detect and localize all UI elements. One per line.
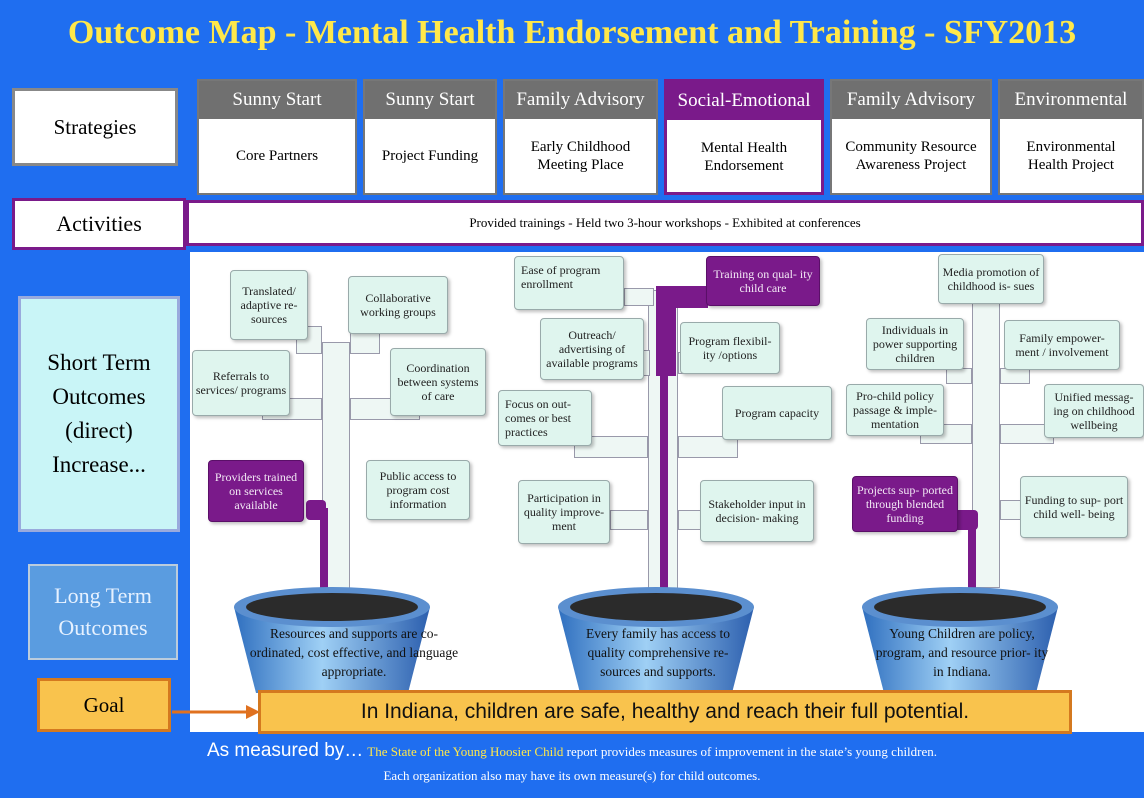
pipe xyxy=(610,510,648,530)
bucket-1 xyxy=(234,587,430,693)
report-line: The State of the Young Hoosier Child rep… xyxy=(367,744,938,759)
strategy-column-highlighted: Social-Emotional Mental Health Endorseme… xyxy=(664,79,824,195)
outcome-box: Program flexibil- ity /options xyxy=(680,322,780,374)
short-term-line-3: (direct) xyxy=(65,418,133,443)
flow-pipe xyxy=(660,370,668,614)
pipe xyxy=(296,326,322,354)
short-term-line-2: Outcomes xyxy=(52,384,146,409)
strategies-label-text: Strategies xyxy=(53,114,137,139)
goal-statement: In Indiana, children are safe, healthy a… xyxy=(258,690,1072,734)
pipe xyxy=(972,298,1000,588)
short-term-outcomes-label: Short Term Outcomes (direct) Increase... xyxy=(18,296,180,532)
strategy-sub: Environmental Health Project xyxy=(1026,139,1116,173)
activities-text: Provided trainings - Held two 3-hour wor… xyxy=(469,215,861,230)
strategy-head: Family Advisory xyxy=(832,81,990,119)
goal-label-text: Goal xyxy=(83,692,125,717)
strategy-column: Environmental Environmental Health Proje… xyxy=(998,79,1144,195)
strategies-label: Strategies xyxy=(12,88,178,166)
outcome-box: Program capacity xyxy=(722,386,832,440)
pipe xyxy=(946,368,972,384)
outcome-box: Public access to program cost informatio… xyxy=(366,460,470,520)
strategy-sub: Community Resource Awareness Project xyxy=(845,139,977,173)
strategy-column: Sunny Start Core Partners xyxy=(197,79,357,195)
outcome-box: Participation in quality improve- ment xyxy=(518,480,610,544)
outcome-box: Ease of program enrollment xyxy=(514,256,624,310)
outcome-box: Funding to sup- port child well- being xyxy=(1020,476,1128,538)
long-term-outcome-1: Resources and supports are co- ordinated… xyxy=(249,626,459,679)
long-term-outcomes-label: Long Term Outcomes xyxy=(28,564,178,660)
pipe xyxy=(574,436,648,458)
outcome-box: Unified messag- ing on childhood wellbei… xyxy=(1044,384,1144,438)
outcome-box: Pro-child policy passage & imple- mentat… xyxy=(846,384,944,436)
short-term-line-4: Increase... xyxy=(52,452,146,477)
activities-label: Activities xyxy=(12,198,186,250)
pipe xyxy=(678,436,738,458)
outcome-box: Outreach/ advertising of available progr… xyxy=(540,318,644,380)
outcome-box-highlighted: Projects sup- ported through blended fun… xyxy=(852,476,958,532)
strategy-column: Family Advisory Early Childhood Meeting … xyxy=(503,79,658,195)
bucket-2 xyxy=(558,587,754,693)
outcome-box: Referrals to services/ programs xyxy=(192,350,290,416)
measured-by: As measured by… xyxy=(206,740,364,761)
flow-pipe xyxy=(656,286,676,376)
long-term-outcome-2: Every family has access to quality compr… xyxy=(586,626,730,679)
activities-bar: Provided trainings - Held two 3-hour wor… xyxy=(186,200,1144,246)
strategy-column: Family Advisory Community Resource Aware… xyxy=(830,79,992,195)
outcome-box: Collaborative working groups xyxy=(348,276,448,334)
flow-pipe xyxy=(320,508,328,614)
outcome-box: Stakeholder input in decision- making xyxy=(700,480,814,542)
strategy-head: Sunny Start xyxy=(199,81,355,119)
bucket-3 xyxy=(862,587,1058,693)
strategy-column: Sunny Start Project Funding xyxy=(363,79,497,195)
goal-label: Goal xyxy=(37,678,171,732)
strategy-head: Family Advisory xyxy=(505,81,656,119)
long-term-outcome-3: Young Children are policy, program, and … xyxy=(875,626,1049,679)
strategy-sub: Core Partners xyxy=(235,148,319,164)
strategy-head: Environmental xyxy=(1000,81,1142,119)
outcome-box-highlighted: Training on qual- ity child care xyxy=(706,256,820,306)
strategy-head: Social-Emotional xyxy=(667,82,821,120)
strategy-sub: Early Childhood Meeting Place xyxy=(530,139,631,173)
long-term-line-2: Outcomes xyxy=(58,615,148,640)
goal-arrow xyxy=(172,705,260,719)
long-term-line-1: Long Term xyxy=(54,583,152,608)
short-term-line-1: Short Term xyxy=(47,350,151,375)
outcome-box-highlighted: Providers trained on services available xyxy=(208,460,304,522)
outcome-box: Coordination between systems of care xyxy=(390,348,486,416)
pipe xyxy=(1000,368,1030,384)
flow-pipe xyxy=(968,518,976,610)
pipe xyxy=(624,288,654,306)
strategy-sub: Project Funding xyxy=(381,148,479,164)
outcome-box: Individuals in power supporting children xyxy=(866,318,964,370)
footer-line-2: Each organization also may have its own … xyxy=(383,768,761,783)
footer: As measured by… The State of the Young H… xyxy=(0,740,1144,784)
strategy-head: Sunny Start xyxy=(365,81,495,119)
outcome-box: Media promotion of childhood is- sues xyxy=(938,254,1044,304)
page-title: Outcome Map - Mental Health Endorsement … xyxy=(67,14,1077,51)
strategy-sub: Mental Health Endorsement xyxy=(700,140,788,174)
outcome-box: Translated/ adaptive re- sources xyxy=(230,270,308,340)
outcome-box: Focus on out- comes or best practices xyxy=(498,390,592,446)
goal-text: In Indiana, children are safe, healthy a… xyxy=(360,700,970,723)
activities-label-text: Activities xyxy=(56,211,142,236)
outcome-box: Family empower- ment / involvement xyxy=(1004,320,1120,370)
